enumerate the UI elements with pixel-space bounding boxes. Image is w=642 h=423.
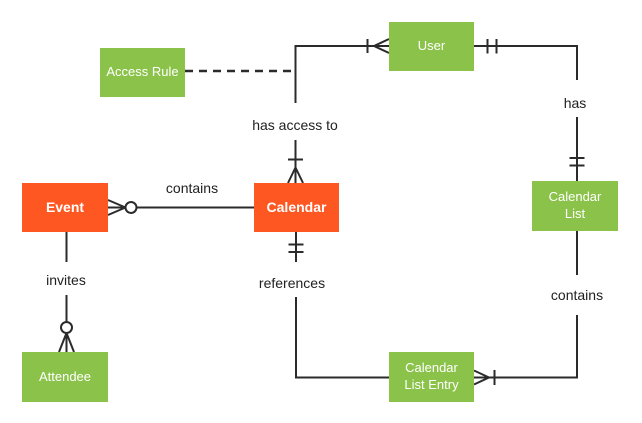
entity-event: Event <box>22 183 108 232</box>
entity-calendar-list-entry: Calendar List Entry <box>389 352 474 402</box>
double-tick-one-icon <box>288 243 304 253</box>
connector-calendar-list-contains-entry <box>473 231 578 386</box>
entity-calendar-list: Calendar List <box>532 181 618 231</box>
crow-foot-many-icon <box>287 167 304 184</box>
connector-user-has-calendar-list <box>474 39 585 182</box>
entity-label: Attendee <box>38 368 92 384</box>
connector-line <box>295 297 389 379</box>
connector-line <box>474 315 578 379</box>
entity-label: Event <box>45 199 85 216</box>
entity-label: Calendar List Entry <box>404 360 459 392</box>
double-tick-one-icon <box>569 157 585 167</box>
entity-label: User <box>417 38 446 54</box>
connector-line <box>294 45 389 103</box>
entity-user: User <box>389 22 474 71</box>
ring-zero-icon <box>60 321 73 334</box>
entity-calendar: Calendar <box>254 183 339 232</box>
crow-foot-many-icon <box>373 38 390 54</box>
crow-foot-many-icon <box>473 369 490 386</box>
crow-foot-many-icon <box>107 199 126 216</box>
connector-line <box>474 45 578 80</box>
relationship-label-contains-list-entry: contains <box>548 287 606 303</box>
crow-foot-many-icon <box>58 332 75 353</box>
connector-calendar-references-entry <box>288 232 389 379</box>
entity-attendee: Attendee <box>22 352 108 402</box>
entity-label: Access Rule <box>106 64 179 80</box>
relationship-label-invites: invites <box>44 272 88 288</box>
relationship-label-has-access-to: has access to <box>250 117 340 133</box>
double-tick-one-icon <box>486 39 498 54</box>
relationship-label-contains-event-calendar: contains <box>163 180 221 196</box>
ring-zero-icon <box>124 201 138 214</box>
relationship-label-has: has <box>561 95 589 111</box>
connector-event-invites-attendee <box>58 232 75 353</box>
entity-label: Calendar <box>266 199 327 216</box>
connector-calendar-contains-event <box>107 199 254 216</box>
relationship-label-references: references <box>256 275 328 291</box>
entity-label: Calendar List <box>548 189 602 221</box>
entity-access-rule: Access Rule <box>100 48 185 97</box>
connector-calendar-has-access-to-user <box>287 38 390 184</box>
